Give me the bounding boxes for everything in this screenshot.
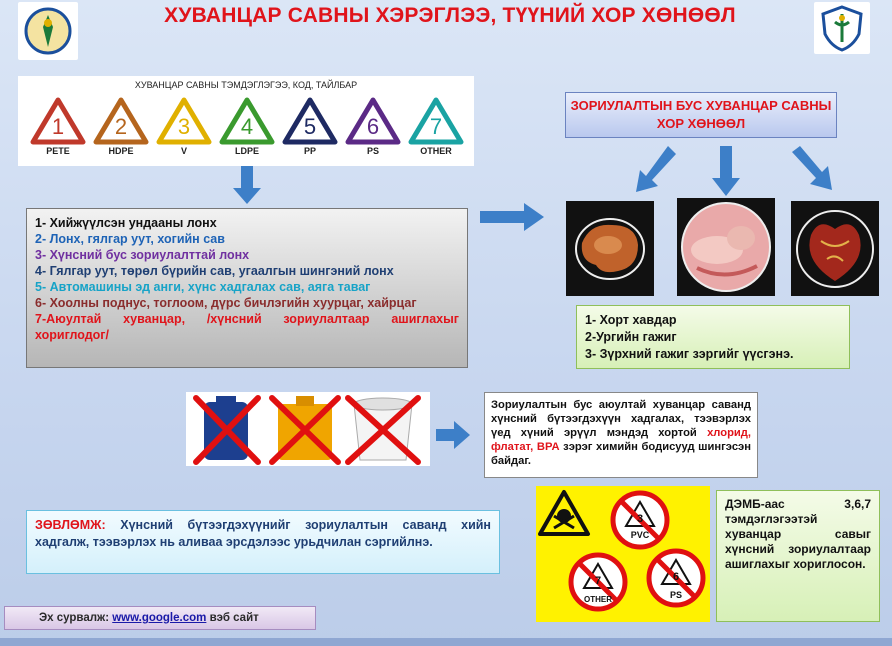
warning-text-end: зэрэг химийн бодисууд шингэсэн байдаг. (491, 441, 751, 467)
code-number: 6 (367, 114, 379, 139)
list-item: 7-Аюултай хуванцар, /хүнсний зориулалтаа… (35, 312, 459, 342)
birth-defect-photo (677, 198, 775, 296)
code-number: 7 (430, 114, 442, 139)
recycle-triangle-icon: 2 (93, 97, 149, 145)
code-label: PP (303, 146, 316, 156)
recycle-triangle-icon: 4 (219, 97, 275, 145)
list-item: 1- Хорт хавдар (585, 313, 677, 327)
harm-list: 1- Хорт хавдар 2-Ургийн гажиг 3- Зүрхний… (576, 305, 850, 369)
list-item: 5- Автомашины эд анги, хүнс хадгалах сав… (35, 280, 371, 294)
warning-chemicals: хлорид, флатат, ВРА (491, 427, 751, 453)
pvc-label: PVC (631, 530, 650, 540)
other-label: OTHER (584, 595, 612, 604)
page-title: ХУВАНЦАР САВНЫ ХЭРЭГЛЭЭ, ТҮҮНИЙ ХОР ХӨНӨ… (164, 4, 736, 27)
arrow-right-icon (480, 203, 544, 231)
code-label: LDPE (234, 146, 259, 156)
list-item: 4- Гялгар уут, төрөл бүрийн сав, угаалгы… (35, 264, 394, 278)
toxic-warning-icon (538, 490, 590, 536)
arrow-down-left-icon (636, 146, 676, 192)
no-other-icon (568, 552, 628, 612)
arrow-down-icon (233, 166, 261, 204)
heart-defect-photo (791, 201, 879, 296)
right-logo (814, 2, 870, 54)
no-pvc-icon (610, 490, 670, 550)
list-item: 1- Хийжүүлсэн ундааны лонх (35, 216, 217, 230)
bottom-bar (0, 638, 892, 646)
code-number: 5 (304, 114, 316, 139)
ps-number: 6 (673, 571, 679, 583)
source-bar: Эх сурвалж: www.google.com вэб сайт (4, 606, 316, 630)
advice-box: ЗӨВЛӨМЖ: Хүнсний бүтээгдэхүүнийг зориула… (26, 510, 500, 574)
code-label: PS (366, 146, 379, 156)
emblem-icon (24, 7, 72, 55)
shield-icon (821, 5, 863, 52)
code-number: 2 (115, 114, 127, 139)
warning-text-box: Зориулалтын бус аюултай хуванцар саванд … (484, 392, 758, 478)
list-item: 2- Лонх, гялгар уут, хогийн сав (35, 232, 225, 246)
liver-tumor-photo (566, 201, 654, 296)
recycle-triangle-icon: 7 (408, 97, 464, 145)
list-item: 2-Ургийн гажиг (585, 330, 677, 344)
harm-title: ЗОРИУЛАЛТЫН БУС ХУВАНЦАР САВНЫ ХОР ХӨНӨӨ… (565, 92, 837, 138)
source-suffix: вэб сайт (206, 612, 259, 624)
code-number: 4 (241, 114, 253, 139)
other-number: 7 (595, 575, 601, 587)
recycle-triangle-icon: 6 (345, 97, 401, 145)
source-link[interactable]: www.google.com (112, 612, 207, 624)
advice-text: Хүнсний бүтээгдэхүүнийг зориулалтын сава… (35, 518, 491, 549)
advice-lead: ЗӨВЛӨМЖ: (35, 518, 106, 532)
arrow-right-icon (436, 421, 470, 449)
who-note: ДЭМБ-аас 3,6,7 тэмдэглэгээтэй хуванцар с… (716, 490, 880, 622)
left-logo (18, 2, 78, 60)
uses-list: 1- Хийжүүлсэн ундааны лонх 2- Лонх, гялг… (26, 208, 468, 368)
no-ps-icon (646, 548, 706, 608)
code-label: PETE (46, 146, 70, 156)
list-item: 3- Зүрхний гажиг зэргийг үүсгэнэ. (585, 347, 794, 361)
recycling-codes-panel: ХУВАНЦАР САВНЫ ТЭМДЭГЛЭГЭЭ, КОД, ТАЙЛБАР… (18, 76, 474, 166)
recycle-triangle-icon: 5 (282, 97, 338, 145)
cross-out-icon (193, 395, 421, 465)
list-item: 3- Хүнсний бус зориулалттай лонх (35, 248, 250, 262)
arrow-down-icon (712, 146, 740, 196)
ps-label: PS (670, 590, 682, 600)
codes-heading: ХУВАНЦАР САВНЫ ТЭМДЭГЛЭГЭЭ, КОД, ТАЙЛБАР (134, 80, 358, 90)
pvc-number: 3 (637, 513, 643, 525)
code-number: 1 (52, 114, 64, 139)
recycle-triangle-icon: 3 (156, 97, 212, 145)
recycle-triangle-icon: 1 (30, 97, 86, 145)
arrow-down-right-icon (792, 146, 832, 190)
code-label: V (180, 146, 187, 156)
code-label: HDPE (108, 146, 134, 156)
code-number: 3 (178, 114, 190, 139)
list-item: 6- Хоолны поднус, тоглоом, дүрс бичлэгий… (35, 296, 417, 310)
banned-symbols-panel: 3 PVC 7 OTHER 6 PS (536, 486, 710, 622)
arrows-to-photos (636, 146, 832, 196)
warning-text: Зориулалтын бус аюултай хуванцар саванд … (491, 399, 751, 439)
source-prefix: Эх сурвалж: (39, 612, 113, 624)
code-label: OTHER (420, 146, 452, 156)
banned-containers-image (186, 392, 430, 466)
